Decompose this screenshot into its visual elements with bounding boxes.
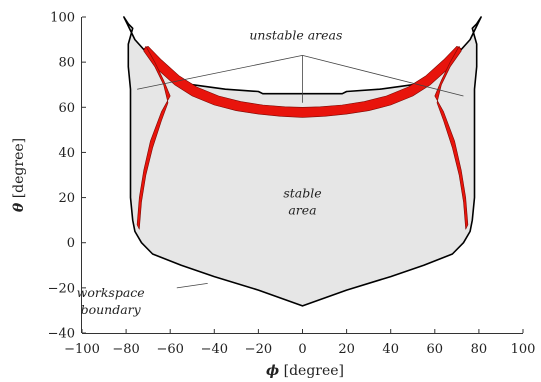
annotation-line: boundary: [81, 302, 142, 317]
x-tick-label: 60: [427, 342, 444, 357]
y-tick-label: 40: [58, 146, 75, 161]
x-tick-label: 0: [298, 342, 306, 357]
y-tick-label: 60: [58, 101, 75, 116]
annotation-text: unstable areas: [249, 28, 342, 43]
plot-area: [123, 16, 482, 307]
annotation-pointer: [176, 282, 208, 289]
unstable-region-upper-arc: [143, 45, 462, 118]
annotation-line: workspace: [77, 285, 145, 300]
x-axis-title: ϕ [degree]: [266, 363, 344, 379]
annotation-line: unstable areas: [249, 28, 342, 43]
y-tick-label: 20: [58, 191, 75, 206]
y-axis-title: θ [degree]: [11, 138, 27, 212]
x-tick-label: 20: [338, 342, 355, 357]
annotation-line: stable: [283, 186, 321, 201]
y-tick-label: −40: [48, 327, 75, 342]
x-tick-label: −40: [201, 342, 228, 357]
y-tick-label: −20: [48, 281, 75, 296]
tick-labels: −100 −80 −60 −40 −20 0 20 40 60 80 100 −40 −20 0 20 40 6…: [48, 11, 536, 358]
annotation-line: area: [288, 202, 316, 217]
workspace-region: [123, 16, 482, 307]
x-axis-unit: [degree]: [279, 363, 344, 379]
x-axis-symbol: ϕ: [266, 363, 279, 379]
y-tick-label: 0: [67, 236, 75, 251]
x-tick-label: −80: [112, 342, 139, 357]
x-tick-label: −20: [245, 342, 272, 357]
x-tick-label: −60: [156, 342, 183, 357]
annotation-pointer: [302, 54, 464, 97]
unstable-region-right-branch: [434, 45, 469, 230]
y-axis-symbol: θ: [11, 202, 27, 212]
annotation-text: workspace boundary: [77, 285, 145, 317]
annotation-pointer: [137, 54, 303, 90]
x-tick-label: 80: [471, 342, 488, 357]
x-tick-label: 100: [511, 342, 536, 357]
y-tick-label: 80: [58, 56, 75, 71]
y-tick-label: 100: [50, 11, 75, 26]
y-axis-unit: [degree]: [11, 138, 27, 203]
x-tick-label: 40: [382, 342, 399, 357]
axes: [81, 17, 523, 334]
x-tick-label: −100: [64, 342, 100, 357]
unstable-region-left-branch: [136, 45, 171, 230]
